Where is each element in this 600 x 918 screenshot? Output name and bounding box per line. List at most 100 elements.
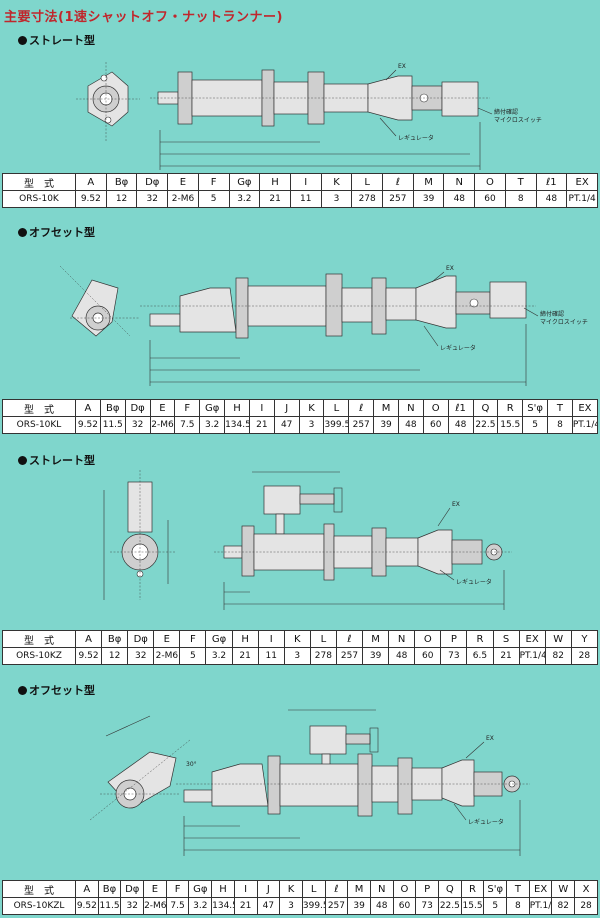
header-cell: Bφ xyxy=(99,399,126,417)
bullet-icon xyxy=(18,228,27,237)
offset-head-front-view xyxy=(89,715,191,821)
header-cell: L xyxy=(301,880,326,898)
data-cell: 60 xyxy=(474,190,506,208)
header-cell: A xyxy=(74,630,103,648)
data-cell: 21 xyxy=(492,647,520,665)
header-cell: K xyxy=(320,173,353,191)
header-cell: 型 式 xyxy=(2,630,76,648)
header-cell: 型 式 xyxy=(2,880,76,898)
data-cell: 28 xyxy=(570,647,599,665)
header-cell: Y xyxy=(570,630,599,648)
data-cell: 2-M6 xyxy=(149,416,176,434)
data-cell: 8 xyxy=(504,190,537,208)
regulator-callout: レギュレータ xyxy=(440,344,476,352)
section-label: ストレート型 xyxy=(18,452,95,468)
data-cell: 3.2 xyxy=(199,416,226,434)
data-cell: 48 xyxy=(535,190,568,208)
header-cell: Dφ xyxy=(127,630,155,648)
regulator-callout: レギュレータ xyxy=(456,578,492,586)
data-cell: 5 xyxy=(179,647,207,665)
table-row: ORS-10KZ 9.52 12 32 2-M6 5 3.2 21 11 3 2… xyxy=(2,647,599,665)
data-cell: 21 xyxy=(233,897,258,915)
header-cell: J xyxy=(273,399,300,417)
header-cell: E xyxy=(153,630,181,648)
header-cell: E xyxy=(143,880,167,898)
header-cell: L xyxy=(323,399,350,417)
data-cell: 9.52 xyxy=(75,190,107,208)
switch-callout-2: マイクロスイッチ xyxy=(494,117,542,124)
header-cell: X xyxy=(574,880,598,898)
data-cell: 48 xyxy=(447,416,474,434)
tool-body xyxy=(150,69,490,127)
table-row: ORS-10K 9.52 12 32 2-M6 5 3.2 21 11 3 27… xyxy=(2,190,598,208)
header-cell: N xyxy=(388,630,416,648)
table-row: ORS-10KL 9.52 11.5 32 2-M6 7.5 3.2 134.5… xyxy=(2,416,599,434)
data-cell: 399.5 xyxy=(323,416,350,434)
data-cell: 82 xyxy=(544,647,572,665)
header-cell: Bφ xyxy=(101,630,129,648)
data-cell: 21 xyxy=(231,647,259,665)
data-cell: 257 xyxy=(382,190,414,208)
dimension-lines xyxy=(223,471,505,610)
data-cell: 278 xyxy=(309,647,337,665)
bullet-icon xyxy=(18,456,27,465)
data-cell: 11 xyxy=(257,647,285,665)
header-cell: 型 式 xyxy=(2,173,76,191)
header-cell: W xyxy=(544,630,572,648)
header-cell: I xyxy=(233,880,258,898)
dimension-lines xyxy=(149,324,527,386)
data-cell: 39 xyxy=(373,416,399,434)
offset-head-front-view xyxy=(59,265,140,337)
spec-table: 型 式 A Bφ Dφ E F Gφ H I K L ℓ M N O T ℓ1 … xyxy=(2,173,598,208)
header-cell: R xyxy=(497,399,524,417)
data-cell: 134.5 xyxy=(224,416,250,434)
header-cell: E xyxy=(167,173,199,191)
header-cell: P xyxy=(440,630,468,648)
section-label: オフセット型 xyxy=(18,682,95,698)
header-cell: H xyxy=(211,880,235,898)
data-cell: 9.52 xyxy=(75,416,101,434)
header-cell: M xyxy=(373,399,399,417)
data-cell: ORS-10KZ xyxy=(2,647,76,665)
data-cell: 60 xyxy=(414,647,442,665)
header-cell: O xyxy=(474,173,506,191)
header-cell: R xyxy=(460,880,485,898)
switch-callout-2: マイクロスイッチ xyxy=(540,319,588,326)
tool-body xyxy=(176,753,530,817)
data-cell: 32 xyxy=(124,416,151,434)
data-cell: 39 xyxy=(347,897,371,915)
header-cell: L xyxy=(309,630,337,648)
bullet-icon xyxy=(18,686,27,695)
header-cell: F xyxy=(165,880,190,898)
data-cell: 3 xyxy=(298,416,325,434)
data-cell: 5 xyxy=(522,416,549,434)
header-cell: R xyxy=(466,630,494,648)
header-cell: Gφ xyxy=(188,880,213,898)
data-cell: 9.52 xyxy=(74,647,103,665)
data-cell: 6.5 xyxy=(466,647,494,665)
tool-body xyxy=(214,523,512,581)
header-cell: EX xyxy=(528,880,553,898)
dimension-drawing-straight: EX レギュレータ 締付確認 マイクロスイッチ xyxy=(76,62,542,170)
angle-callout: 30° xyxy=(186,761,197,768)
header-cell: EX xyxy=(566,173,598,191)
header-cell: I xyxy=(248,399,275,417)
data-cell: 39 xyxy=(362,647,390,665)
header-cell: Q xyxy=(472,399,499,417)
header-cell: 型 式 xyxy=(2,399,76,417)
header-cell: N xyxy=(397,399,424,417)
page-title: 主要寸法(1速シャットオフ・ナットランナー) xyxy=(4,10,283,25)
table-header-row: 型 式 A Bφ Dφ E F Gφ H I K L ℓ M N O T ℓ1 … xyxy=(2,173,598,191)
data-cell: 2-M6 xyxy=(153,647,181,665)
data-cell: PT.1/4 xyxy=(571,416,599,434)
header-cell: A xyxy=(75,399,101,417)
data-cell: 15.5 xyxy=(460,897,485,915)
header-cell: Dφ xyxy=(136,173,169,191)
header-cell: F xyxy=(174,399,201,417)
header-cell: I xyxy=(289,173,322,191)
data-cell: 257 xyxy=(335,647,364,665)
data-cell: 32 xyxy=(127,647,155,665)
header-cell: E xyxy=(149,399,176,417)
data-cell: 47 xyxy=(273,416,300,434)
data-cell: PT.1/4 xyxy=(528,897,553,915)
